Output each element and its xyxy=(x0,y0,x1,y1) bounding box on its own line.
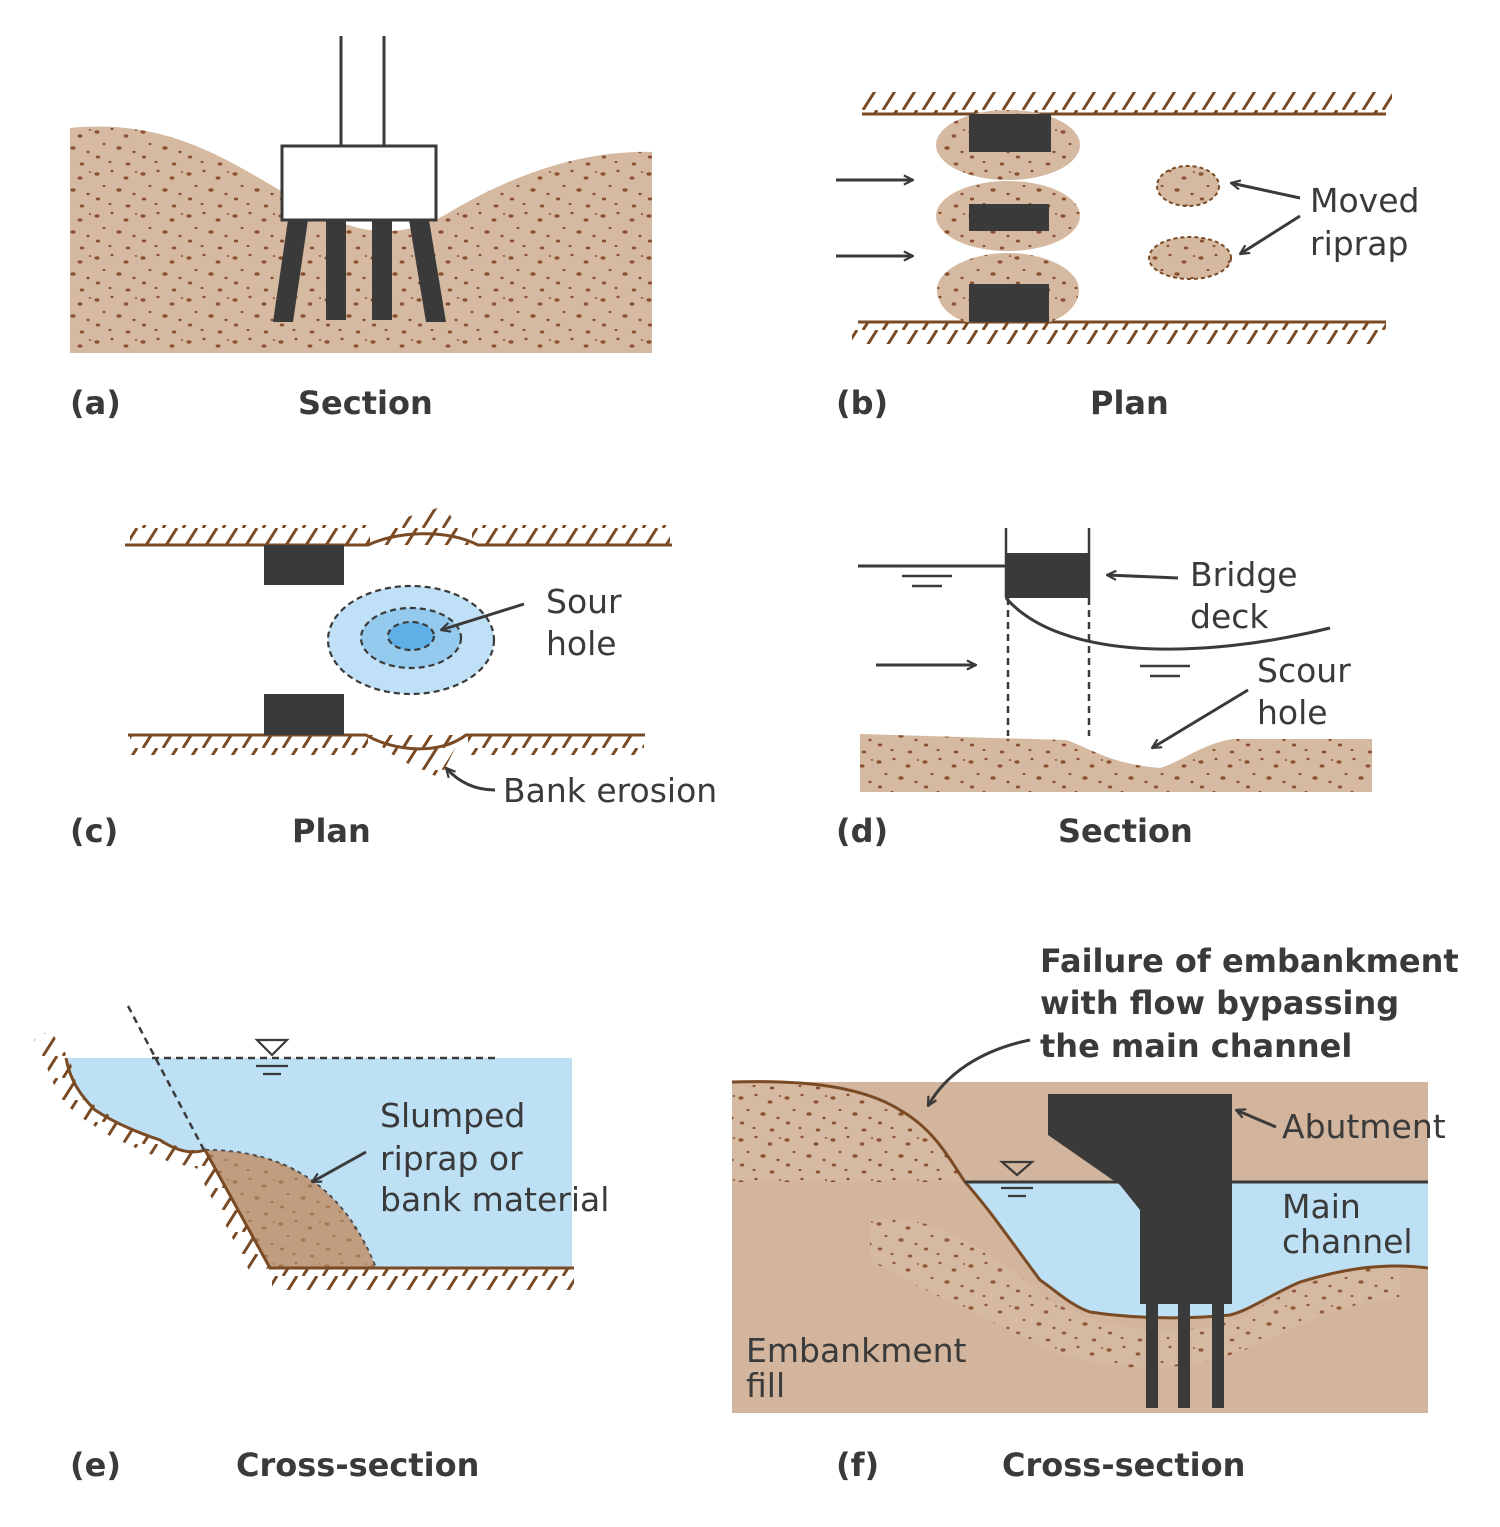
embankment-fill-label: Embankment xyxy=(746,1331,967,1370)
moved-riprap-label: Moved xyxy=(1310,181,1419,220)
abutment xyxy=(1048,1094,1232,1408)
pointer-arrow xyxy=(1240,214,1301,254)
embankment-fill-label: fill xyxy=(746,1366,785,1405)
slumped-label: riprap or xyxy=(380,1139,523,1178)
panel-letter: (a) xyxy=(70,384,121,422)
slumped-label: Slumped xyxy=(380,1096,525,1135)
pier-plan xyxy=(264,545,344,585)
bank-hatch xyxy=(34,1030,270,1272)
pointer-arrow xyxy=(1236,1110,1277,1129)
scour-hole-contours xyxy=(326,584,496,696)
water-profile xyxy=(1004,597,1331,651)
upper-bank-hatch xyxy=(378,506,470,545)
moved-riprap-patches xyxy=(1148,165,1232,280)
failure-title: with flow bypassing xyxy=(1040,984,1399,1022)
panel-caption: Cross-section xyxy=(236,1446,479,1484)
moved-riprap-label: riprap xyxy=(1310,224,1408,263)
panel-caption: Section xyxy=(298,384,433,422)
scour-hole-label: hole xyxy=(1257,693,1328,732)
upper-bank-hatch xyxy=(130,525,370,545)
panel-d: Bridge deck Scour hole (d) Section xyxy=(836,528,1372,850)
channel-water xyxy=(66,1058,572,1268)
pointer-arrow xyxy=(312,1150,367,1184)
scour-hole-label: Scour xyxy=(1257,651,1351,690)
lower-bank-hatch xyxy=(852,322,1386,344)
riverbed-soil xyxy=(860,734,1372,792)
pointer-arrow xyxy=(441,602,525,630)
panel-caption: Section xyxy=(1058,812,1193,850)
failure-title: the main channel xyxy=(1040,1027,1352,1065)
panel-caption: Cross-section xyxy=(1002,1446,1245,1484)
pointer-arrow xyxy=(1231,183,1301,200)
panel-letter: (d) xyxy=(836,812,888,850)
panel-letter: (c) xyxy=(70,812,118,850)
abutment-label: Abutment xyxy=(1282,1107,1446,1146)
panel-caption: Plan xyxy=(1090,384,1169,422)
pointer-arrow xyxy=(1107,575,1179,578)
slumped-material xyxy=(205,1150,376,1268)
panel-e: Slumped riprap or bank material (e) Cros… xyxy=(34,1005,609,1484)
main-channel-label: Main xyxy=(1282,1187,1361,1226)
panel-c: Sour hole Bank erosion (c) Plan xyxy=(70,506,717,850)
sour-hole-label: Sour xyxy=(546,582,622,621)
panel-f: Failure of embankment with flow bypassin… xyxy=(731,942,1459,1484)
lower-bank-hatch xyxy=(468,735,644,755)
riverbed-soil xyxy=(70,126,652,353)
panel-letter: (e) xyxy=(70,1446,121,1484)
failure-title: Failure of embankment xyxy=(1040,942,1459,980)
embankment-fill xyxy=(732,1081,965,1182)
bridge-deck xyxy=(1006,553,1089,598)
bridge-pier xyxy=(273,36,446,322)
pier-plan xyxy=(264,694,344,735)
pointer-arrow xyxy=(446,768,496,792)
panel-b: Moved riprap (b) Plan xyxy=(836,92,1419,422)
panel-letter: (b) xyxy=(836,384,888,422)
panel-letter: (f) xyxy=(836,1446,879,1484)
main-channel-label: channel xyxy=(1282,1222,1413,1261)
bed-hatch xyxy=(272,1268,574,1290)
pointer-arrow xyxy=(1152,688,1249,750)
channel-bank-line xyxy=(731,1080,1429,1320)
piers-plan xyxy=(969,114,1051,322)
bridge-deck-label: Bridge xyxy=(1190,555,1298,594)
lower-bank-hatch xyxy=(130,735,368,755)
bridge-deck-label: deck xyxy=(1190,597,1269,636)
upper-bank-hatch xyxy=(472,525,670,545)
upper-bank-hatch xyxy=(862,92,1392,114)
bank-erosion-label: Bank erosion xyxy=(503,771,717,810)
channel-bed-speckle xyxy=(870,1218,1400,1368)
panel-caption: Plan xyxy=(292,812,371,850)
sour-hole-label: hole xyxy=(546,624,617,663)
slumped-label: bank material xyxy=(380,1180,609,1219)
panel-a: (a) Section xyxy=(70,36,652,422)
pointer-arrow xyxy=(926,1038,1031,1106)
